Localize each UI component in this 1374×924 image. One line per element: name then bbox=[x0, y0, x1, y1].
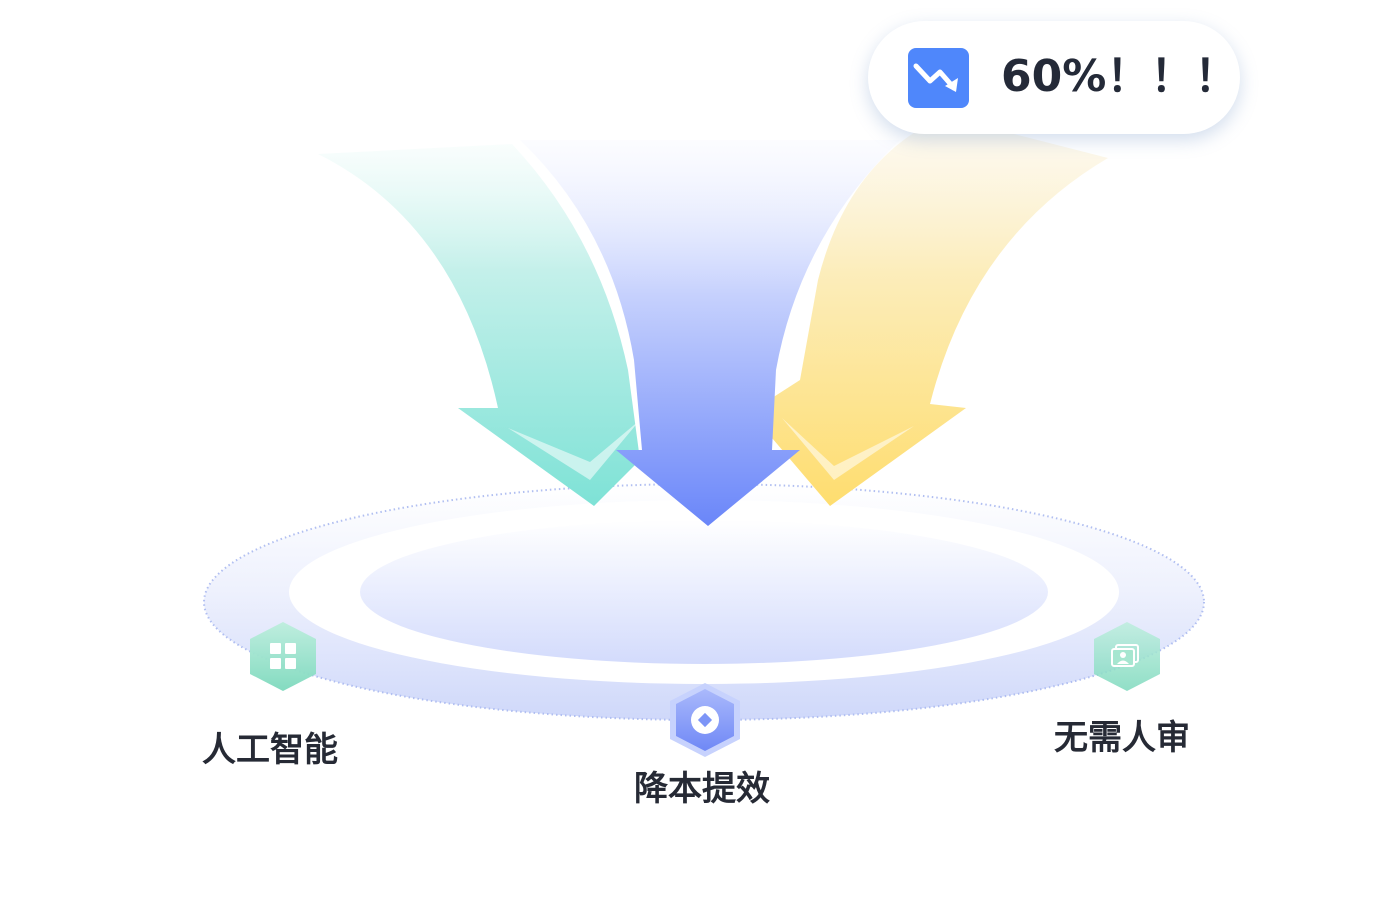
teal-arrow-icon bbox=[318, 144, 640, 506]
profile-card-icon bbox=[1094, 622, 1160, 691]
trend-down-icon bbox=[908, 48, 969, 108]
stat-callout: 60%！！！ bbox=[868, 21, 1240, 134]
feature-label-no-review: 无需人审 bbox=[1054, 718, 1190, 758]
yellow-arrow-icon bbox=[772, 116, 1108, 506]
stat-value: 60%！！！ bbox=[1001, 51, 1239, 102]
blue-arrow-icon bbox=[520, 140, 900, 526]
feature-label-cost-efficiency: 降本提效 bbox=[634, 769, 770, 809]
coin-icon bbox=[670, 683, 740, 757]
inner-disc bbox=[360, 520, 1048, 664]
platform bbox=[203, 483, 1205, 721]
feature-label-ai: 人工智能 bbox=[202, 730, 338, 770]
grid-icon bbox=[250, 622, 316, 691]
